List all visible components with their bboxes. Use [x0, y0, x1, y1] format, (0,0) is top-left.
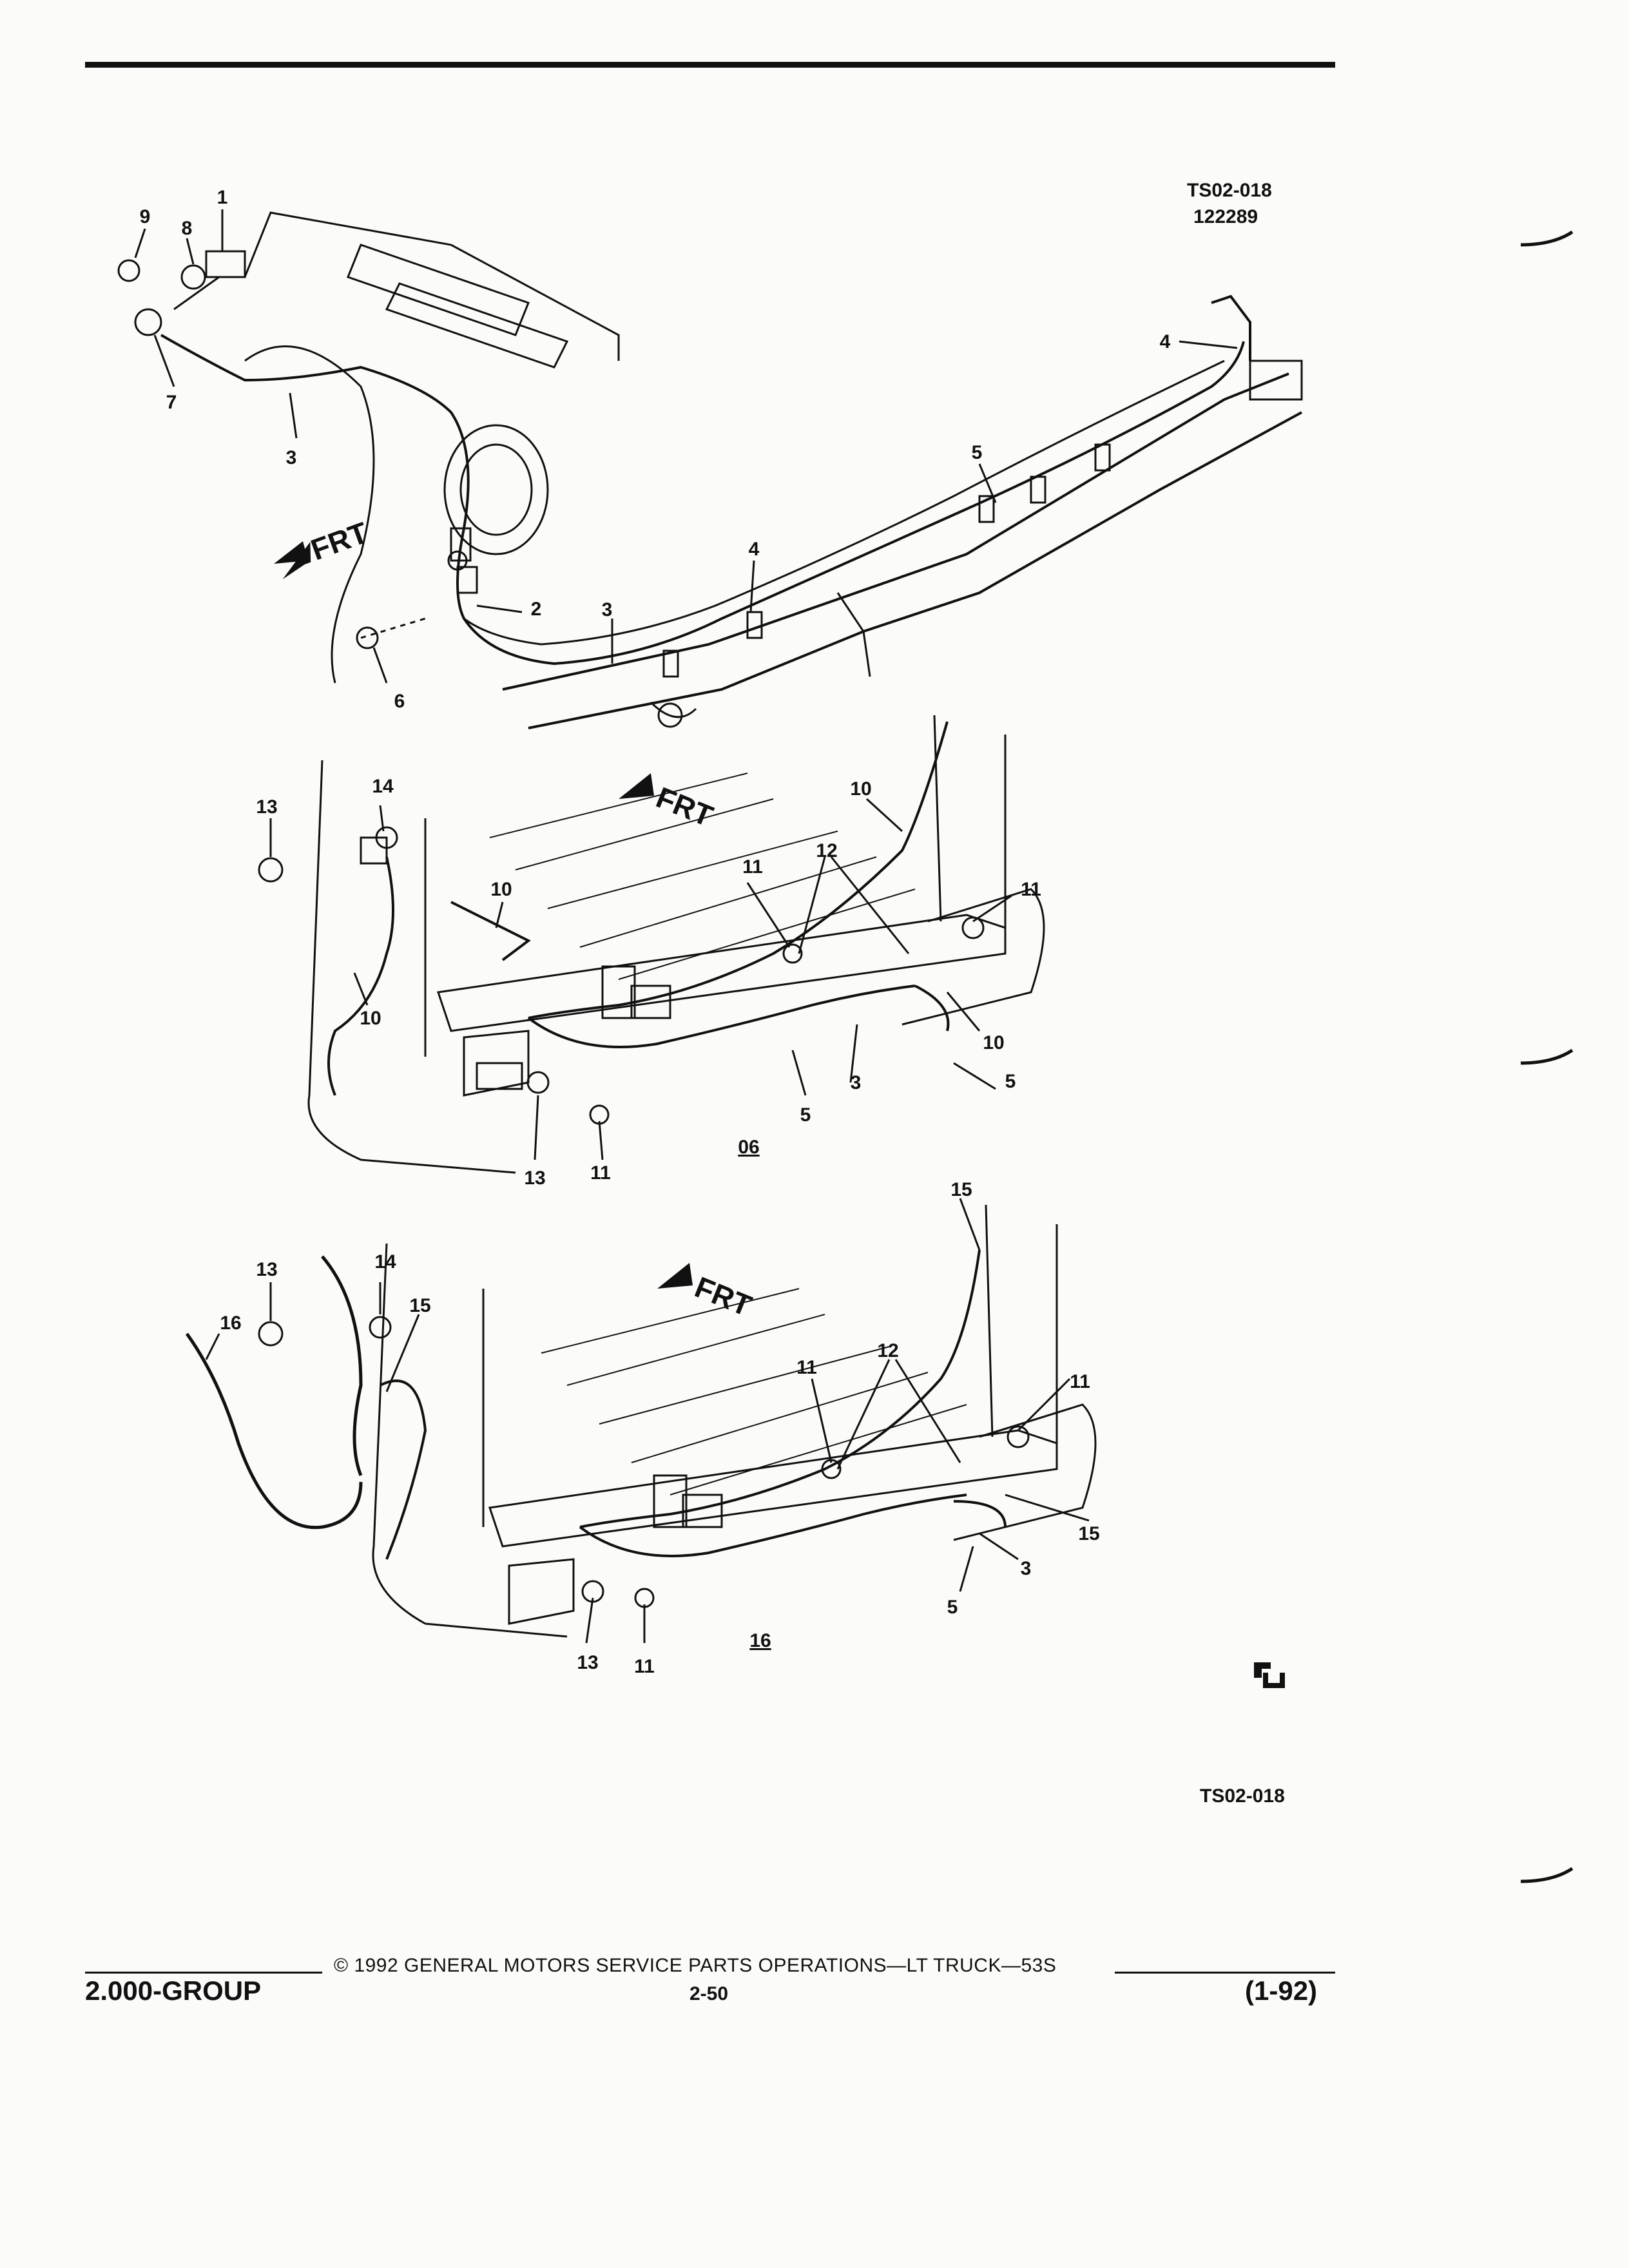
callout: 13 [577, 1652, 598, 1673]
harness-middle [327, 856, 394, 1096]
callout: 2 [531, 599, 542, 620]
callout: 5 [800, 1104, 811, 1126]
callout: 11 [1070, 1371, 1090, 1392]
callout: 3 [602, 599, 613, 620]
callout: 10 [490, 879, 512, 900]
callout: 11 [1021, 879, 1041, 900]
middle-view [258, 715, 1045, 1174]
body-panel [385, 282, 569, 369]
callout: 7 [166, 392, 177, 413]
callout: 13 [524, 1168, 545, 1189]
header-rule [85, 62, 1335, 68]
body-outline [244, 211, 620, 361]
footer-rule-left [85, 1972, 322, 1974]
frt-arrow-bottom [657, 1263, 693, 1289]
callout: 12 [877, 1340, 898, 1361]
callout: 6 [394, 691, 405, 712]
callout: 3 [851, 1072, 862, 1093]
callout: 11 [634, 1656, 655, 1677]
callout: 5 [1005, 1071, 1016, 1092]
callout: 4 [749, 539, 760, 560]
callout: 5 [972, 442, 983, 463]
callout: 9 [140, 206, 151, 227]
callout: 13 [256, 796, 277, 818]
callout: 15 [950, 1179, 972, 1200]
callout: 16 [220, 1312, 241, 1334]
top-view [117, 209, 1303, 729]
callout: 5 [947, 1597, 958, 1618]
rear-connector [1211, 294, 1251, 361]
group-label: 2.000-GROUP [85, 1975, 262, 2006]
callout: 1 [217, 187, 228, 208]
illustration-code: TS02-018 [1187, 180, 1272, 201]
harness-top [160, 334, 1245, 666]
page-number: 2-50 [689, 1983, 729, 2004]
frt-arrow-middle [619, 773, 654, 799]
frt-label-top: FRT [307, 515, 372, 566]
frt-label-bottom: FRT [690, 1270, 756, 1323]
callout: 11 [796, 1357, 817, 1378]
callout: 8 [182, 218, 193, 239]
view-caption: 16 [749, 1630, 771, 1651]
callout: 10 [360, 1008, 381, 1029]
callout: 11 [590, 1162, 611, 1184]
gm-logo [1254, 1662, 1285, 1688]
callout: 13 [256, 1259, 277, 1280]
footer-copyright: © 1992 GENERAL MOTORS SERVICE PARTS OPER… [334, 1955, 1057, 1976]
illustration-code-bottom: TS02-018 [1200, 1785, 1285, 1807]
frt-label-middle: FRT [651, 780, 717, 833]
callout: 14 [374, 1251, 396, 1273]
body-panel [347, 244, 530, 336]
wheel-well [244, 345, 375, 684]
frt-arrow-top [274, 541, 311, 580]
lamp [443, 424, 549, 555]
bottom-view [185, 1198, 1097, 1644]
callout: 3 [1021, 1558, 1032, 1579]
footer-rule-right [1115, 1972, 1335, 1974]
callout: 10 [983, 1032, 1004, 1053]
harness-16 [185, 1332, 363, 1530]
callout: 4 [1160, 331, 1171, 352]
callout: 14 [372, 776, 394, 797]
callout: 10 [850, 778, 871, 800]
edge-marks [1520, 230, 1574, 1883]
callout: 11 [742, 856, 763, 878]
callout: 3 [286, 447, 297, 468]
callout: 15 [1078, 1523, 1099, 1544]
callout: 12 [816, 840, 837, 861]
revision-label: (1-92) [1245, 1975, 1318, 2006]
view-caption: 06 [738, 1137, 759, 1158]
illustration-date: 122289 [1193, 206, 1258, 227]
callout: 15 [409, 1295, 430, 1316]
frame-rail [502, 372, 1289, 691]
